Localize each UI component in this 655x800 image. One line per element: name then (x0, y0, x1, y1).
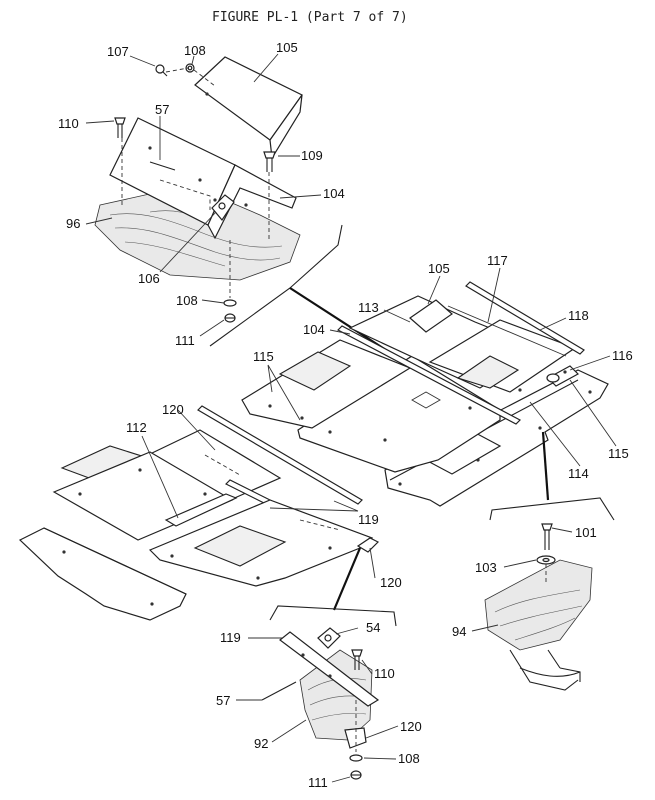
callout-120: 120 (380, 575, 402, 590)
callout-106: 106 (138, 271, 160, 286)
callout-104: 104 (303, 322, 325, 337)
callout-115: 115 (608, 446, 629, 461)
callout-110: 110 (58, 116, 79, 131)
callout-105: 105 (276, 40, 298, 55)
figure-title: FIGURE PL-1 (Part 7 of 7) (212, 10, 408, 25)
callout-92: 92 (254, 736, 268, 751)
callout-120: 120 (162, 402, 184, 417)
callout-54: 54 (366, 620, 380, 635)
callout-120: 120 (400, 719, 422, 734)
callout-108: 108 (184, 43, 206, 58)
callout-119: 119 (220, 630, 241, 645)
callout-119: 119 (358, 512, 379, 527)
callout-105: 105 (428, 261, 450, 276)
callout-117: 117 (487, 253, 508, 268)
callout-113: 113 (358, 300, 379, 315)
detail-upper-left (94, 56, 303, 323)
callout-115: 115 (253, 349, 274, 364)
callout-link-lower (332, 547, 362, 611)
callout-96: 96 (66, 216, 80, 231)
callout-111: 111 (175, 333, 195, 348)
callout-108: 108 (398, 751, 420, 766)
leader-lines (85, 53, 617, 783)
detail-lower-center (261, 627, 380, 780)
callout-link-right (541, 431, 550, 501)
callout-104: 104 (323, 186, 345, 201)
detail-bracket-upper (209, 224, 343, 347)
assembly-rear-deck (241, 281, 609, 507)
callout-109: 109 (301, 148, 323, 163)
callout-111: 111 (308, 775, 328, 790)
callout-57: 57 (216, 693, 230, 708)
callout-labels: 107 108 105 110 57 109 104 96 106 108 11… (58, 40, 633, 790)
detail-lower-right (484, 523, 593, 691)
assembly-front-deck (18, 405, 380, 621)
callout-101: 101 (575, 525, 597, 540)
callout-114: 114 (568, 466, 589, 481)
callout-112: 112 (126, 420, 147, 435)
callout-94: 94 (452, 624, 466, 639)
callout-108: 108 (176, 293, 198, 308)
callout-57: 57 (155, 102, 169, 117)
callout-118: 118 (568, 308, 589, 323)
callout-116: 116 (612, 348, 633, 363)
callout-110: 110 (374, 666, 395, 681)
callout-107: 107 (107, 44, 129, 59)
detail-bracket-right (489, 497, 615, 521)
callout-103: 103 (475, 560, 497, 575)
detail-bracket-lower (269, 605, 397, 627)
